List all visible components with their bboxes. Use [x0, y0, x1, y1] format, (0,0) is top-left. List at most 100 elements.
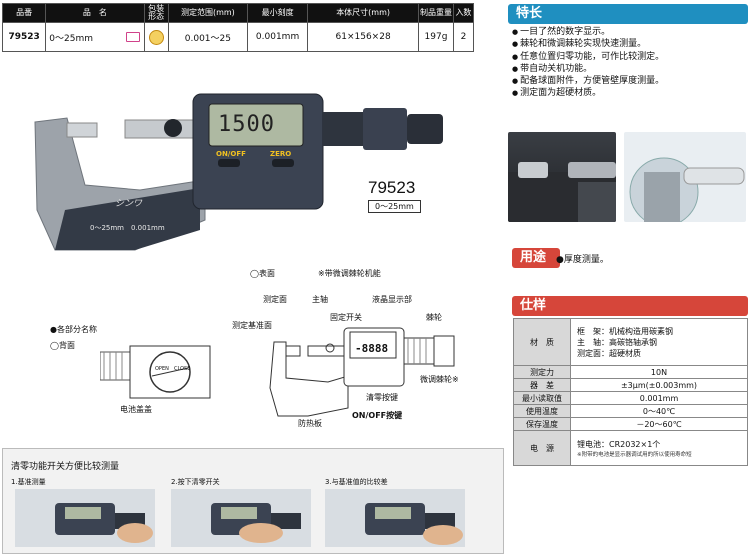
specs-value: 0.001mm — [570, 391, 748, 405]
specs-key: 测定力 — [513, 365, 571, 379]
specs-material: 框 架：机械构造用碳素钢 主 轴：高碳铬轴承钢 测定面：超硬材质 — [570, 318, 748, 366]
cell-weight: 197g — [418, 22, 454, 52]
package-type-icon — [148, 29, 164, 45]
specs-row: 材 质 框 架：机械构造用碳素钢 主 轴：高碳铬轴承钢 测定面：超硬材质 — [513, 318, 748, 366]
specs-key: 器 差 — [513, 378, 571, 392]
diagram-lcd-value: -8888 — [355, 342, 389, 355]
cell-range: 0.001～25 — [167, 22, 248, 52]
cell-name: 0～25mm — [45, 22, 145, 52]
specs-key: 使用温度 — [513, 404, 571, 418]
back-label: ◯背面 — [50, 341, 75, 350]
cell-code: 79523 — [1, 22, 47, 52]
header-code: 品番 — [1, 3, 47, 23]
feature-item: 配备球面附件，方便管壁厚度测量。 — [512, 75, 664, 87]
feature-item: 测定面为超硬材质。 — [512, 87, 664, 99]
step-photo-1 — [15, 489, 155, 547]
specs-row: 器 差±3μm(±0.003mm) — [513, 378, 748, 392]
ball-attachment-drawing — [629, 157, 745, 222]
cell-qty: 2 — [452, 22, 475, 52]
feature-item: 带自动关机功能。 — [512, 63, 664, 75]
lcd-reading: 1500 — [218, 112, 275, 137]
specs-value: 10N — [570, 365, 748, 379]
zero-button-label: ZERO — [270, 150, 292, 158]
label-fine-ratchet: 微调棘轮※ — [420, 375, 459, 384]
usage-title: 用途 — [512, 248, 560, 268]
feature-item: 棘轮和微调棘轮实现快速测量。 — [512, 38, 664, 50]
ratchet-note: ※带微调棘轮机能 — [318, 269, 381, 278]
specs-value: ±3μm(±0.003mm) — [570, 378, 748, 392]
step-photo-3 — [325, 489, 465, 547]
header-package: 包装形态 — [143, 3, 169, 23]
model-range-box: 0～25mm — [368, 200, 421, 213]
ball-attachment-photo — [624, 132, 746, 222]
specs-value: －20～60℃ — [570, 417, 748, 431]
brand-logo: シンワ — [115, 199, 143, 209]
zero-button — [272, 159, 294, 167]
spec-data-row: 79523 0～25mm 0.001～25 0.001mm 61×156×28 … — [1, 22, 475, 52]
cell-size: 61×156×28 — [307, 22, 420, 52]
step-label: 2.按下清零开关 — [171, 478, 220, 486]
label-ref-face: 测定基准面 — [232, 321, 272, 330]
usage-text: ●厚度测量。 — [556, 255, 609, 265]
front-view-drawing — [269, 327, 455, 417]
spec-table: 品番 品 名 包装形态 测定范围(mm) 最小刻度 本体尺寸(mm) 制品重量 … — [1, 3, 475, 52]
specs-row: 保存温度－20～60℃ — [513, 417, 748, 431]
cell-name-text: 0～25mm — [49, 33, 94, 44]
power-note: ※附带的电池是显示器调试用的所以使用寿命短 — [577, 451, 692, 458]
specs-key: 最小读取值 — [513, 391, 571, 405]
label-clear: 清零按键 — [366, 393, 398, 402]
material-line: 主 轴：高碳铬轴承钢 — [577, 337, 657, 347]
body-engraving: 0～25mm 0.001mm — [90, 224, 165, 232]
features-title: 特长 — [508, 4, 748, 24]
header-qty: 入数 — [452, 3, 475, 23]
front-label: ◯表面 — [250, 269, 275, 278]
header-min: 最小刻度 — [246, 3, 309, 23]
header-name: 品 名 — [45, 3, 145, 23]
zero-function-box: 清零功能开关方便比较测量 1.基准测量 2.按下清零开关 3.与基准值的比较差 — [2, 448, 504, 554]
header-size: 本体尺寸(mm) — [307, 3, 420, 23]
specs-key: 电 源 — [513, 430, 571, 466]
on-off-button — [218, 159, 240, 167]
label-lock: 固定开关 — [330, 313, 362, 322]
micrometer-product-image — [34, 93, 443, 251]
parts-title: ●各部分名称 — [50, 325, 97, 334]
step-label: 3.与基准值的比较差 — [325, 478, 388, 486]
specs-key: 保存温度 — [513, 417, 571, 431]
material-line: 测定面：超硬材质 — [577, 348, 641, 358]
specs-table: 材 质 框 架：机械构造用碳素钢 主 轴：高碳铬轴承钢 测定面：超硬材质 测定力… — [513, 318, 748, 466]
spec-header-row: 品番 品 名 包装形态 测定范围(mm) 最小刻度 本体尺寸(mm) 制品重量 … — [1, 3, 475, 23]
feature-item: 任意位置归零功能，可作比较测定。 — [512, 51, 664, 63]
cell-min: 0.001mm — [246, 22, 309, 52]
battery-cover-label: 电池盖盖 — [120, 405, 152, 414]
material-line: 框 架：机械构造用碳素钢 — [577, 326, 673, 336]
features-list: 一目了然的数字显示。 棘轮和微调棘轮实现快速测量。 任意位置归零功能，可作比较测… — [512, 26, 664, 100]
label-heat: 防热板 — [298, 419, 322, 428]
feature-item: 一目了然的数字显示。 — [512, 26, 664, 38]
step-label: 1.基准测量 — [11, 478, 46, 486]
model-number: 79523 — [368, 178, 416, 197]
package-icon — [125, 32, 140, 42]
anvil-photo — [508, 132, 616, 222]
zero-function-title: 清零功能开关方便比较测量 — [11, 462, 120, 472]
specs-power: 锂电池：CR2032×1个 ※附带的电池是显示器调试用的所以使用寿命短 — [570, 430, 748, 466]
back-close-label: CLOSE — [174, 366, 191, 372]
specs-value: 0～40℃ — [570, 404, 748, 418]
on-off-button-label: ON/OFF — [216, 150, 246, 158]
label-spindle: 主轴 — [312, 295, 328, 304]
anvil-photo-drawing — [508, 162, 616, 222]
back-view-drawing — [100, 345, 211, 399]
label-lcd: 液晶显示部 — [372, 295, 412, 304]
cell-package — [143, 22, 169, 52]
label-ratchet: 棘轮 — [426, 313, 442, 322]
specs-title: 仕样 — [512, 296, 748, 316]
header-weight: 制品重量 — [418, 3, 454, 23]
specs-row: 电 源 锂电池：CR2032×1个 ※附带的电池是显示器调试用的所以使用寿命短 — [513, 430, 748, 466]
header-range: 测定范围(mm) — [167, 3, 248, 23]
label-onoff: ON/OFF按键 — [352, 411, 403, 420]
specs-key: 材 质 — [513, 318, 571, 366]
back-open-label: OPEN — [155, 366, 169, 372]
step-photo-2 — [171, 489, 311, 547]
